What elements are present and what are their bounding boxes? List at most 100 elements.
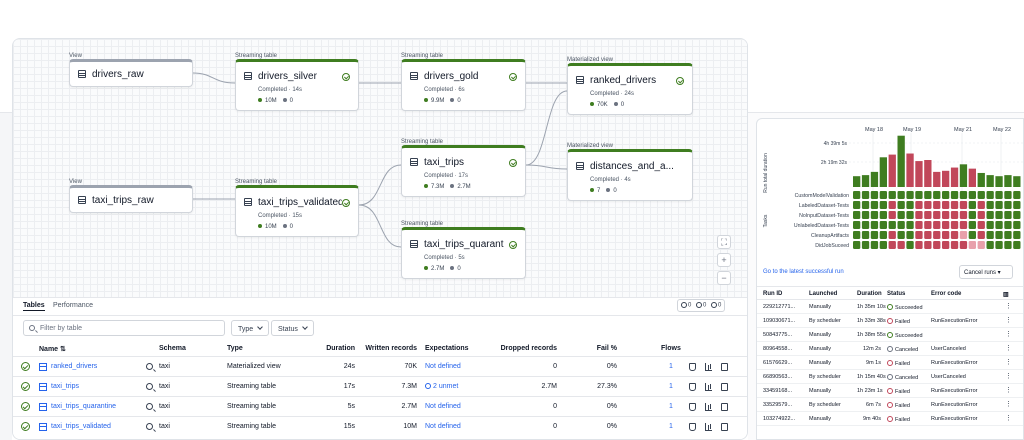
task-cell[interactable] [897, 211, 905, 219]
task-cell[interactable] [906, 231, 914, 239]
task-cell[interactable] [1013, 241, 1021, 249]
task-cell[interactable] [879, 221, 887, 229]
task-cell[interactable] [959, 211, 968, 219]
task-cell[interactable] [853, 211, 861, 219]
task-cell[interactable] [968, 241, 976, 249]
task-cell[interactable] [942, 241, 950, 249]
node-card[interactable]: taxi_trips_validated Completed · 15s 10M… [235, 185, 359, 237]
task-cell[interactable] [888, 241, 896, 249]
task-cell[interactable] [853, 201, 861, 209]
task-cell[interactable] [1004, 201, 1012, 209]
task-cell[interactable] [888, 221, 896, 229]
task-cell[interactable] [977, 211, 985, 219]
task-cell[interactable] [986, 191, 994, 199]
task-cell[interactable] [1013, 231, 1021, 239]
filter-input[interactable]: Filter by table [23, 320, 225, 336]
task-cell[interactable] [977, 191, 985, 199]
bar-chart-icon[interactable] [705, 383, 712, 391]
flows-link[interactable]: 1 [669, 363, 673, 370]
duration-bar[interactable] [888, 154, 896, 187]
task-cell[interactable] [870, 241, 879, 249]
columns-settings-icon[interactable]: ▥ [1003, 292, 1009, 298]
zoom-out-button[interactable]: − [717, 271, 731, 285]
lineage-icon[interactable] [689, 423, 696, 431]
document-icon[interactable] [721, 363, 728, 371]
task-cell[interactable] [879, 241, 887, 249]
duration-bar[interactable] [977, 172, 985, 187]
task-cell[interactable] [995, 231, 1003, 239]
document-icon[interactable] [721, 383, 728, 391]
bar-chart-icon[interactable] [705, 403, 712, 411]
task-cell[interactable] [933, 191, 941, 199]
duration-bar[interactable] [950, 167, 959, 187]
duration-bar[interactable] [924, 160, 932, 187]
task-cell[interactable] [897, 231, 905, 239]
task-cell[interactable] [897, 241, 905, 249]
task-cell[interactable] [1004, 191, 1012, 199]
task-cell[interactable] [879, 231, 887, 239]
row-menu-icon[interactable]: ⋮ [1005, 345, 1012, 352]
task-cell[interactable] [915, 231, 923, 239]
task-cell[interactable] [906, 211, 914, 219]
duration-bar[interactable] [906, 153, 914, 187]
task-cell[interactable] [924, 191, 932, 199]
task-cell[interactable] [959, 201, 968, 209]
task-cell[interactable] [924, 241, 932, 249]
task-cell[interactable] [853, 191, 861, 199]
task-cell[interactable] [861, 221, 870, 229]
task-cell[interactable] [942, 231, 950, 239]
task-cell[interactable] [861, 241, 870, 249]
task-cell[interactable] [915, 201, 923, 209]
search-icon[interactable] [146, 403, 153, 410]
task-cell[interactable] [906, 191, 914, 199]
task-cell[interactable] [853, 231, 861, 239]
duration-bar[interactable] [870, 171, 879, 187]
lineage-icon[interactable] [689, 363, 696, 371]
task-cell[interactable] [942, 211, 950, 219]
task-cell[interactable] [888, 231, 896, 239]
cancel-runs-button[interactable]: Cancel runs ▾ [959, 265, 1013, 279]
task-cell[interactable] [1004, 211, 1012, 219]
task-cell[interactable] [870, 201, 879, 209]
duration-bar[interactable] [853, 176, 861, 187]
task-cell[interactable] [933, 201, 941, 209]
lineage-icon[interactable] [689, 383, 696, 391]
duration-bar[interactable] [1004, 175, 1012, 187]
col-name[interactable]: Name ⇅ [39, 346, 66, 353]
search-icon[interactable] [146, 383, 153, 390]
task-cell[interactable] [915, 221, 923, 229]
document-icon[interactable] [721, 423, 728, 431]
node-card[interactable]: drivers_raw [69, 59, 193, 87]
task-cell[interactable] [995, 211, 1003, 219]
task-cell[interactable] [853, 241, 861, 249]
task-cell[interactable] [870, 211, 879, 219]
task-cell[interactable] [995, 201, 1003, 209]
task-cell[interactable] [888, 191, 896, 199]
task-cell[interactable] [1004, 241, 1012, 249]
task-cell[interactable] [1013, 191, 1021, 199]
task-cell[interactable] [924, 221, 932, 229]
search-icon[interactable] [146, 423, 153, 430]
tab-performance[interactable]: Performance [53, 302, 94, 309]
task-cell[interactable] [959, 191, 968, 199]
task-cell[interactable] [853, 221, 861, 229]
task-cell[interactable] [959, 231, 968, 239]
task-cell[interactable] [879, 201, 887, 209]
task-cell[interactable] [888, 211, 896, 219]
duration-bar[interactable] [861, 175, 870, 187]
task-cell[interactable] [995, 241, 1003, 249]
task-cell[interactable] [906, 201, 914, 209]
duration-bar[interactable] [897, 135, 905, 187]
task-cell[interactable] [861, 231, 870, 239]
duration-bar[interactable] [942, 170, 950, 187]
